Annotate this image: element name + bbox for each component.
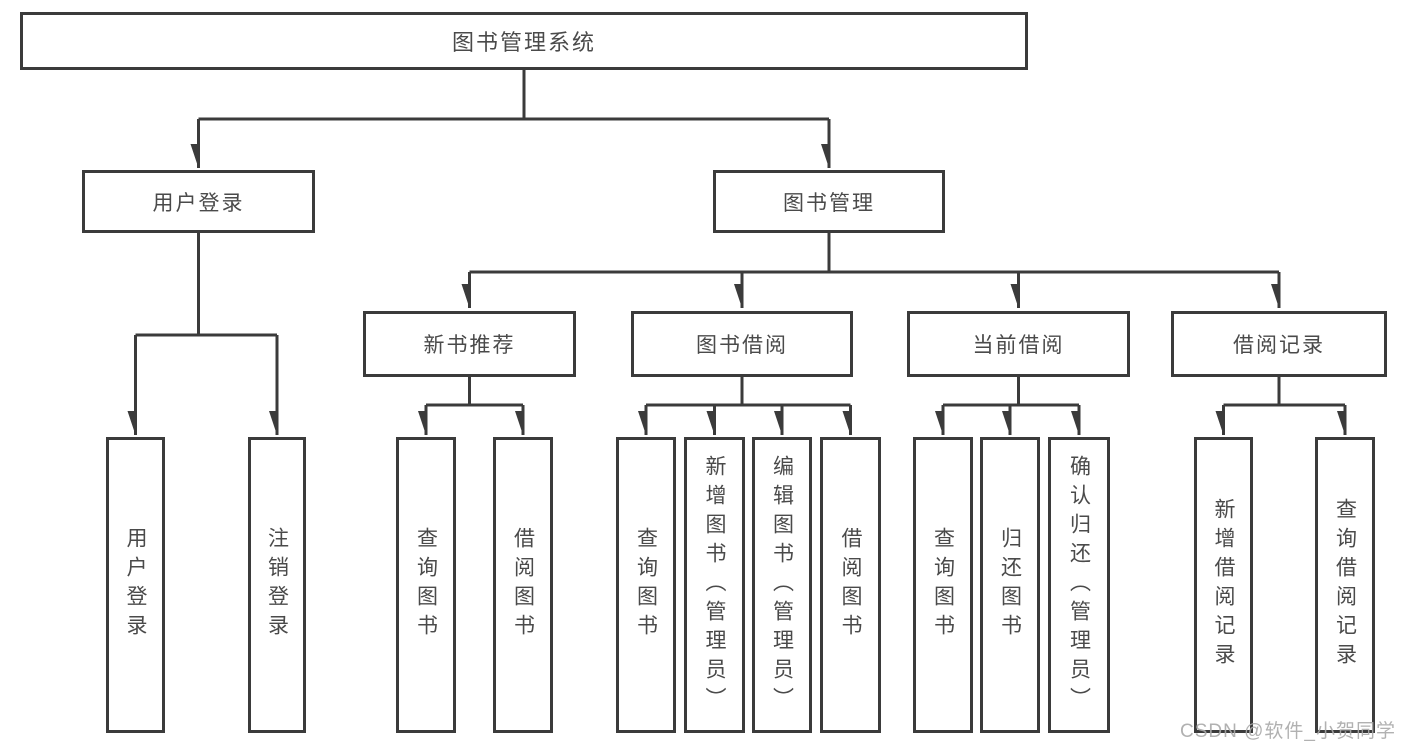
leaf-nb-borrow-books: 借阅图书 [493, 437, 553, 733]
connector-book-mgmt-bar [469, 233, 1279, 274]
connector-root-bar [198, 69, 829, 121]
node-book-mgmt-label: 图书管理 [783, 191, 875, 215]
node-borrow-record: 借阅记录 [1171, 311, 1387, 377]
node-root-system-label: 图书管理系统 [451, 30, 596, 55]
leaf-br-add-record: 新增借阅记录 [1194, 437, 1253, 733]
leaf-cb-confirm-return-admin: 确认归还（管理员） [1048, 437, 1110, 733]
leaf-bb-query-books-label: 查询图书 [634, 527, 658, 643]
leaf-bb-borrow-books-label: 借阅图书 [839, 527, 863, 643]
csdn-watermark: CSDN @软件_小贺同学 [1180, 721, 1396, 742]
leaf-br-query-record-label: 查询借阅记录 [1333, 498, 1357, 672]
node-new-book-rec: 新书推荐 [363, 311, 576, 377]
leaf-br-add-record-label: 新增借阅记录 [1212, 498, 1236, 672]
leaf-cb-return-books: 归还图书 [980, 437, 1040, 733]
node-new-book-rec-label: 新书推荐 [423, 334, 516, 357]
leaf-nb-query-books-label: 查询图书 [414, 527, 438, 643]
leaf-bb-add-books-admin: 新增图书（管理员） [684, 437, 745, 733]
leaf-user-login: 用户登录 [106, 437, 165, 733]
leaf-bb-edit-books-admin-label: 编辑图书（管理员） [770, 454, 794, 716]
node-user-login-label: 用户登录 [152, 191, 245, 215]
connector-user-login-bar [135, 233, 277, 337]
leaf-cb-query-books: 查询图书 [913, 437, 973, 733]
node-root-system: 图书管理系统 [20, 12, 1028, 70]
node-book-borrow-label: 图书借阅 [696, 334, 788, 357]
node-borrow-record-label: 借阅记录 [1233, 334, 1325, 357]
leaf-bb-borrow-books: 借阅图书 [820, 437, 881, 733]
leaf-br-query-record: 查询借阅记录 [1315, 437, 1375, 733]
node-current-borrow: 当前借阅 [907, 311, 1130, 377]
leaf-nb-borrow-books-label: 借阅图书 [511, 527, 535, 643]
leaf-cb-return-books-label: 归还图书 [998, 527, 1022, 643]
leaf-user-login-label: 用户登录 [124, 527, 148, 643]
node-current-borrow-label: 当前借阅 [972, 334, 1065, 357]
node-book-mgmt: 图书管理 [713, 170, 945, 233]
leaf-cb-query-books-label: 查询图书 [931, 527, 955, 643]
leaf-logout-label: 注销登录 [265, 527, 289, 643]
connector-new-book-rec-bar [426, 377, 523, 407]
connector-book-borrow-bar [646, 377, 851, 407]
node-user-login: 用户登录 [82, 170, 315, 233]
connector-borrow-record-bar [1223, 377, 1345, 407]
leaf-nb-query-books: 查询图书 [396, 437, 456, 733]
node-book-borrow: 图书借阅 [631, 311, 853, 377]
leaf-logout: 注销登录 [248, 437, 306, 733]
leaf-bb-query-books: 查询图书 [616, 437, 676, 733]
leaf-cb-confirm-return-admin-label: 确认归还（管理员） [1067, 454, 1091, 716]
connector-current-borrow-bar [943, 377, 1079, 407]
leaf-bb-edit-books-admin: 编辑图书（管理员） [752, 437, 812, 733]
leaf-bb-add-books-admin-label: 新增图书（管理员） [703, 454, 727, 716]
